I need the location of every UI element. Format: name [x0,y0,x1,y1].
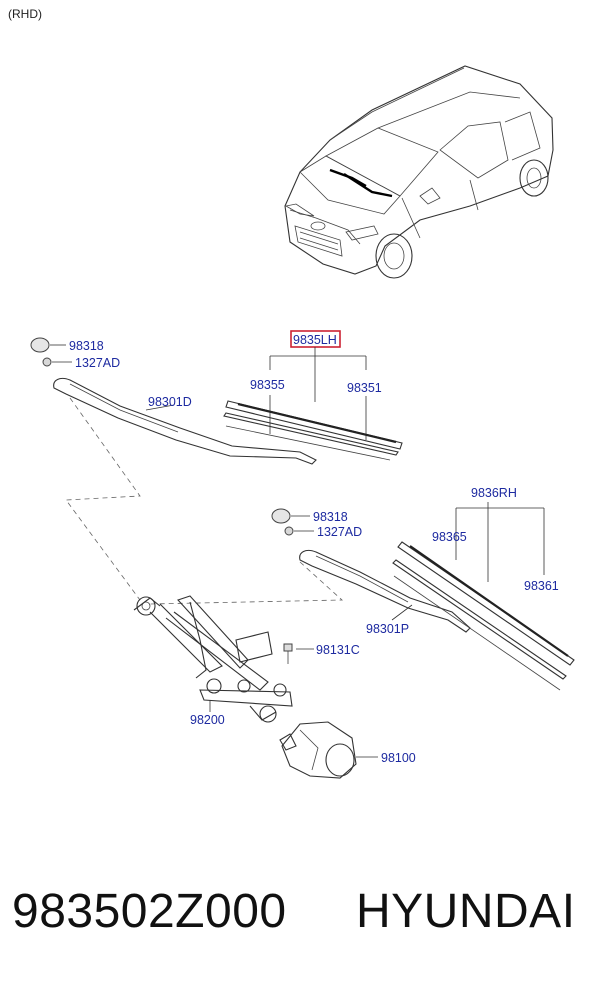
wiper-arm-lh: 98301D [53,377,317,465]
wiper-blade-rh: 9836RH 98365 98361 [392,486,575,691]
label-nut-rh: 1327AD [317,525,362,539]
wiper-arm-rh: 98301P [299,549,471,636]
label-nut-lh: 1327AD [75,356,120,370]
label-blade-rh-b: 98361 [524,579,559,593]
variant-label: (RHD) [8,7,42,21]
wiper-motor: 98100 [279,721,416,779]
cap-lh: 98318 [30,337,104,353]
wiper-linkage: 98200 [133,595,293,727]
label-arm-lh: 98301D [148,395,192,409]
label-motor: 98100 [381,751,416,765]
label-linkage: 98200 [190,713,225,727]
cap-rh: 98318 [271,508,348,524]
caption-brand: HYUNDAI [356,885,576,938]
dash-rh-connection [149,561,344,605]
label-cap-rh: 98318 [313,510,348,524]
linkage-bolt: 98131C [283,643,360,664]
label-blade-lh-a: 98355 [250,378,285,392]
label-blade-rh-a: 98365 [432,530,467,544]
dash-lh-connection [65,397,141,601]
nut-rh: 1327AD [284,525,362,539]
caption-part-number: 983502Z000 [12,885,287,938]
label-arm-rh: 98301P [366,622,409,636]
label-blade-lh-b: 98351 [347,381,382,395]
wiper-blade-lh: 9835LH 98355 98351 [223,330,403,461]
label-linkage-bolt: 98131C [316,643,360,657]
label-cap-lh: 98318 [69,339,104,353]
label-blade-lh-assy: 9835LH [293,333,337,347]
label-blade-rh-assy: 9836RH [471,486,517,500]
car-illustration [284,65,554,279]
nut-lh: 1327AD [42,356,120,370]
